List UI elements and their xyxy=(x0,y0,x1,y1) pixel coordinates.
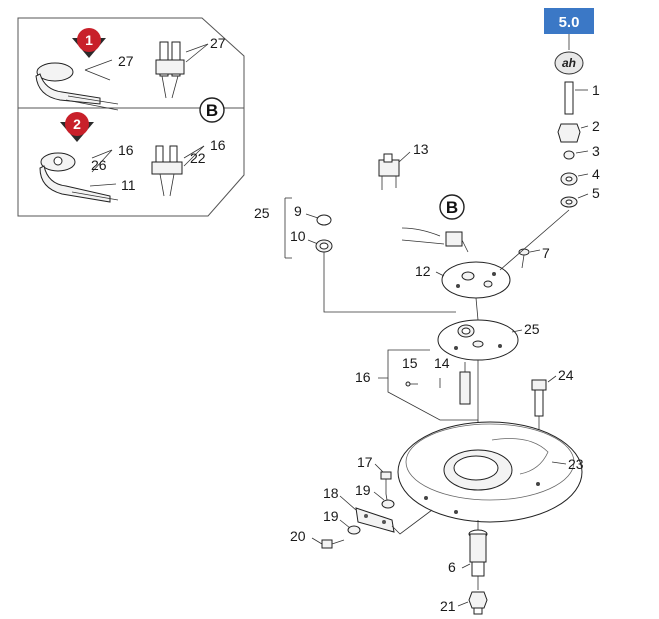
part-5-washer xyxy=(560,196,578,208)
part-6-nozzle-holder xyxy=(468,529,488,577)
label-5: 5 xyxy=(592,185,600,201)
part-12-plate xyxy=(441,261,511,299)
part-20-screw xyxy=(321,539,345,549)
label-16-kit-b: 16 xyxy=(210,137,226,153)
nozzle-assembly-icon xyxy=(35,62,119,111)
part-18-bracket xyxy=(355,507,395,533)
kit-box: 1 27 27 B 2 xyxy=(17,17,245,217)
label-11: 11 xyxy=(121,177,136,193)
part-4-washer xyxy=(560,172,578,186)
label-27-right: 27 xyxy=(210,35,226,51)
svg-text:5.0: 5.0 xyxy=(559,14,580,31)
step-1-marker: 1 xyxy=(72,28,106,58)
label-15: 15 xyxy=(402,355,418,371)
label-13: 13 xyxy=(413,141,429,157)
label-24: 24 xyxy=(558,367,574,383)
part-3-washer xyxy=(563,150,575,160)
label-22: 22 xyxy=(190,150,206,166)
label-2: 2 xyxy=(592,118,600,134)
label-4: 4 xyxy=(592,166,600,182)
part-21-nozzle xyxy=(468,591,488,615)
label-27-left: 27 xyxy=(118,53,134,69)
ignition-electrode-2-icon xyxy=(151,145,183,197)
part-1-pin xyxy=(564,81,574,115)
label-19-upper: 19 xyxy=(355,482,371,498)
label-25-upper: 25 xyxy=(254,205,270,221)
label-14: 14 xyxy=(434,355,450,371)
label-3: 3 xyxy=(592,143,600,159)
label-18: 18 xyxy=(323,485,339,501)
part-15-pin xyxy=(405,381,418,387)
label-26: 26 xyxy=(91,157,107,173)
step-2-number: 2 xyxy=(73,116,81,132)
label-1: 1 xyxy=(592,82,600,98)
part-17-bolt xyxy=(380,471,392,494)
label-25-lower: 25 xyxy=(524,321,540,337)
ignition-electrode-icon xyxy=(155,41,185,99)
label-21: 21 xyxy=(440,598,456,614)
label-9: 9 xyxy=(294,203,302,219)
part-10-ring xyxy=(315,239,333,253)
b-marker-main: B xyxy=(439,194,465,220)
step-1-number: 1 xyxy=(85,32,93,48)
label-23: 23 xyxy=(568,456,584,472)
label-19-lower: 19 xyxy=(323,508,339,524)
label-16-kit-a: 16 xyxy=(118,142,134,158)
part-19-washer-lower xyxy=(347,525,361,535)
step-2-marker: 2 xyxy=(60,112,94,142)
part-23-base-plate xyxy=(397,421,583,523)
svg-text:B: B xyxy=(206,101,218,120)
ah-tag: ah xyxy=(554,51,584,75)
label-20: 20 xyxy=(290,528,306,544)
part-9-ring xyxy=(316,214,332,226)
version-badge: 5.0 xyxy=(544,8,594,34)
label-6: 6 xyxy=(448,559,456,575)
label-7: 7 xyxy=(542,245,550,261)
part-25-plate xyxy=(437,319,519,361)
part-19-washer-upper xyxy=(381,499,395,509)
label-17: 17 xyxy=(357,454,373,470)
svg-text:B: B xyxy=(446,198,458,217)
ignition-cable-icon xyxy=(401,227,469,253)
label-16-main: 16 xyxy=(355,369,371,385)
part-16-electrode xyxy=(459,362,471,405)
part-13-clamp xyxy=(378,153,400,190)
svg-text:ah: ah xyxy=(562,56,576,70)
label-12: 12 xyxy=(415,263,431,279)
part-2-nut xyxy=(557,123,581,143)
label-10: 10 xyxy=(290,228,306,244)
nozzle-assembly-2-icon xyxy=(39,152,119,203)
part-24-bolt xyxy=(531,379,547,417)
b-marker-kit: B xyxy=(199,97,225,123)
